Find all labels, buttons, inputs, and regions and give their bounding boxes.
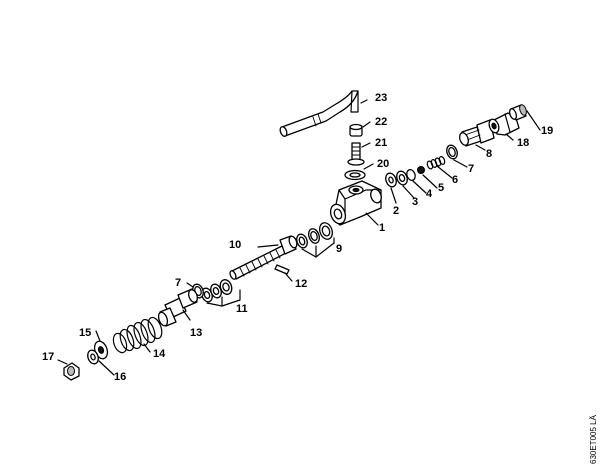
callout-1: 1 bbox=[379, 222, 385, 234]
part-17-nut bbox=[63, 362, 80, 381]
callout-8: 8 bbox=[486, 148, 492, 160]
part-1-valve-body bbox=[329, 180, 382, 226]
callout-5: 5 bbox=[438, 182, 444, 194]
leader-lines bbox=[57, 99, 541, 376]
callout-3: 3 bbox=[412, 196, 418, 208]
callout-23: 23 bbox=[375, 92, 387, 104]
part-6-spring bbox=[426, 156, 446, 170]
part-20-washer bbox=[344, 169, 366, 181]
callout-13: 13 bbox=[190, 327, 202, 339]
part-13-plunger bbox=[157, 288, 199, 327]
callout-7-left: 7 bbox=[175, 277, 181, 289]
callout-4: 4 bbox=[426, 188, 433, 200]
part-14-spring bbox=[112, 316, 163, 354]
callout-22: 22 bbox=[375, 116, 387, 128]
callout-19: 19 bbox=[541, 125, 553, 137]
callout-20: 20 bbox=[377, 158, 389, 170]
part-16-washer bbox=[87, 349, 99, 365]
callout-18: 18 bbox=[517, 137, 529, 149]
drawing-code: 630ET005 LÄ bbox=[589, 414, 598, 464]
callout-11: 11 bbox=[236, 303, 248, 315]
part-5-ball bbox=[417, 166, 425, 174]
callout-14: 14 bbox=[153, 348, 166, 360]
part-11-washers bbox=[201, 279, 233, 303]
part-22-nut bbox=[349, 123, 363, 137]
callout-9: 9 bbox=[336, 243, 342, 255]
part-4-circlip bbox=[406, 169, 416, 181]
part-19-cap bbox=[508, 104, 527, 121]
part-18-nut bbox=[488, 112, 520, 136]
part-7-oring-right bbox=[446, 144, 458, 160]
callout-2: 2 bbox=[393, 205, 399, 217]
callout-21: 21 bbox=[375, 137, 387, 149]
callout-10: 10 bbox=[229, 239, 241, 251]
part-10-threaded-rod bbox=[229, 235, 298, 280]
part-9-seals bbox=[296, 222, 333, 249]
part-15-disc bbox=[93, 340, 109, 360]
callout-17: 17 bbox=[42, 351, 54, 363]
part-12-pin bbox=[274, 264, 290, 275]
part-2-ring bbox=[385, 172, 397, 188]
callout-labels: 23 22 21 20 1 2 3 4 5 6 7 8 18 19 9 10 1… bbox=[42, 92, 553, 383]
part-3-ring bbox=[396, 170, 408, 186]
callout-7-right: 7 bbox=[468, 163, 474, 175]
callout-16: 16 bbox=[114, 371, 126, 383]
callout-12: 12 bbox=[295, 278, 307, 290]
callout-15: 15 bbox=[79, 327, 91, 339]
callout-6: 6 bbox=[452, 174, 458, 186]
part-21-nipple bbox=[347, 142, 365, 166]
part-23-hose bbox=[279, 90, 359, 137]
